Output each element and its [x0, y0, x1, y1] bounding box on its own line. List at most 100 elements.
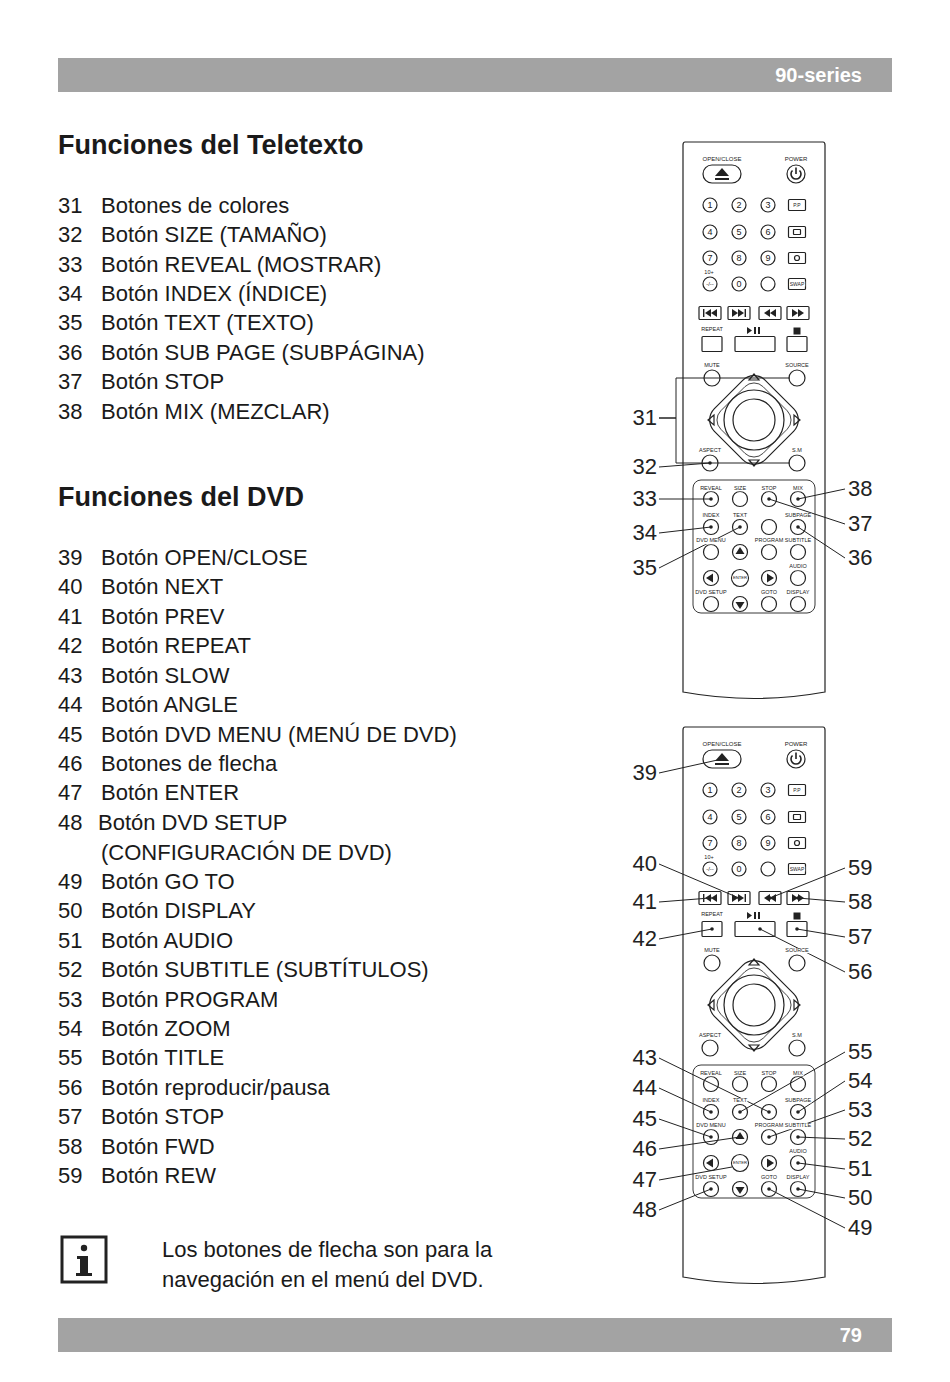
remote-part [699, 892, 721, 905]
leader-dot [738, 1135, 742, 1139]
callout-number: 54 [848, 1068, 872, 1094]
leader-line [659, 929, 712, 939]
remote-part [732, 251, 746, 265]
button-label: SWAP [789, 867, 805, 872]
remote-part [706, 574, 713, 583]
item-text: Botón OPEN/CLOSE [101, 545, 308, 571]
button-label: 4 [707, 813, 713, 822]
remote-part [747, 912, 760, 919]
button-label: MIX [793, 1071, 804, 1077]
leader-dot [796, 497, 800, 501]
remote-part [733, 399, 775, 441]
callout-number: 43 [633, 1045, 657, 1071]
remote-part [703, 251, 717, 265]
leader-line [659, 898, 710, 902]
leader-dot [709, 1135, 713, 1139]
remote-part [794, 1000, 800, 1010]
remote-part [764, 894, 776, 902]
callout-number: 42 [633, 926, 657, 952]
button-label: REPEAT [701, 327, 724, 333]
item-text: Botón STOP [101, 369, 224, 395]
callout-number: 32 [633, 454, 657, 480]
item-text: Botón SUB PAGE (SUBPÁGINA) [101, 340, 425, 366]
remote-part [794, 328, 801, 335]
remote-part [759, 892, 781, 905]
callout-number: 34 [633, 520, 657, 546]
remote-part [703, 277, 717, 291]
remote-part [791, 492, 806, 507]
leader-dot [709, 497, 713, 501]
remote-part [712, 378, 797, 463]
button-label: 3 [765, 201, 771, 210]
band-text: 90-series [775, 63, 862, 87]
remote-part [733, 492, 748, 507]
leader-line [798, 1137, 845, 1139]
button-label: P.P [793, 788, 801, 793]
leader-line [769, 1189, 845, 1228]
remote-part [747, 327, 760, 334]
item-number: 49 [58, 869, 82, 895]
item-text: Botón TITLE [101, 1045, 224, 1071]
leader-line [798, 1189, 845, 1198]
remote-part [761, 783, 775, 797]
item-number: 48 [58, 810, 82, 836]
callout-number: 59 [848, 855, 872, 881]
remote-part [762, 597, 777, 612]
remote-body [683, 142, 825, 699]
item-number: 43 [58, 663, 82, 689]
remote-part [735, 922, 775, 937]
page-band: 90-series [58, 58, 892, 92]
remote-part [703, 783, 717, 797]
remote-part [732, 810, 746, 824]
button-label: INDEX [702, 1098, 720, 1104]
remote-part [702, 1040, 718, 1056]
remote-part [703, 198, 717, 212]
remote-part [703, 165, 741, 183]
remote-part [761, 836, 775, 850]
button-label: SIZE [733, 486, 746, 492]
remote-part [749, 959, 759, 965]
item-text: Botón ZOOM [101, 1016, 231, 1042]
callout-number: 35 [633, 555, 657, 581]
item-number: 37 [58, 369, 82, 395]
remote-part [791, 1182, 806, 1197]
remote-part [693, 480, 815, 613]
callout-number: 46 [633, 1136, 657, 1162]
callout-number: 45 [633, 1106, 657, 1132]
item-number: 40 [58, 574, 82, 600]
item-text: Botón FWD [101, 1134, 215, 1160]
item-number: 42 [58, 633, 82, 659]
button-label: 3 [765, 786, 771, 795]
button-label: 10+ [704, 270, 714, 276]
leader-dot [710, 927, 714, 931]
button-label: DVD SETUP [695, 590, 727, 596]
remote-part [724, 975, 784, 1035]
callout-number: 33 [633, 486, 657, 512]
button-label: PROGRAM [754, 1123, 783, 1129]
button-label: MIX [793, 486, 804, 492]
button-label: S.M [792, 448, 803, 454]
button-label: DISPLAY [786, 1175, 810, 1181]
leader-dot [796, 1135, 800, 1139]
item-text: Botón DVD SETUP (CONFIGURACIÓN DE DVD) [98, 808, 461, 867]
leader-line [760, 929, 845, 972]
callout-number: 36 [848, 545, 872, 571]
remote-part [712, 963, 797, 1048]
leader-dot [796, 525, 800, 529]
item-text: Botón DISPLAY [101, 898, 256, 924]
remote-part [789, 370, 805, 386]
remote-part [733, 1077, 748, 1092]
remote-part [704, 1105, 719, 1120]
remote-part [728, 892, 750, 905]
leader-line [797, 929, 845, 937]
remote-part [764, 309, 776, 317]
remote-part [789, 812, 806, 823]
band-text: 79 [840, 1323, 862, 1347]
remote-part [794, 415, 800, 425]
leader-line [659, 1137, 740, 1149]
button-label: 8 [736, 254, 742, 263]
item-number: 38 [58, 399, 82, 425]
item-number: 32 [58, 222, 82, 248]
button-label: SUBTITLE [784, 538, 811, 544]
callout-number: 47 [633, 1167, 657, 1193]
